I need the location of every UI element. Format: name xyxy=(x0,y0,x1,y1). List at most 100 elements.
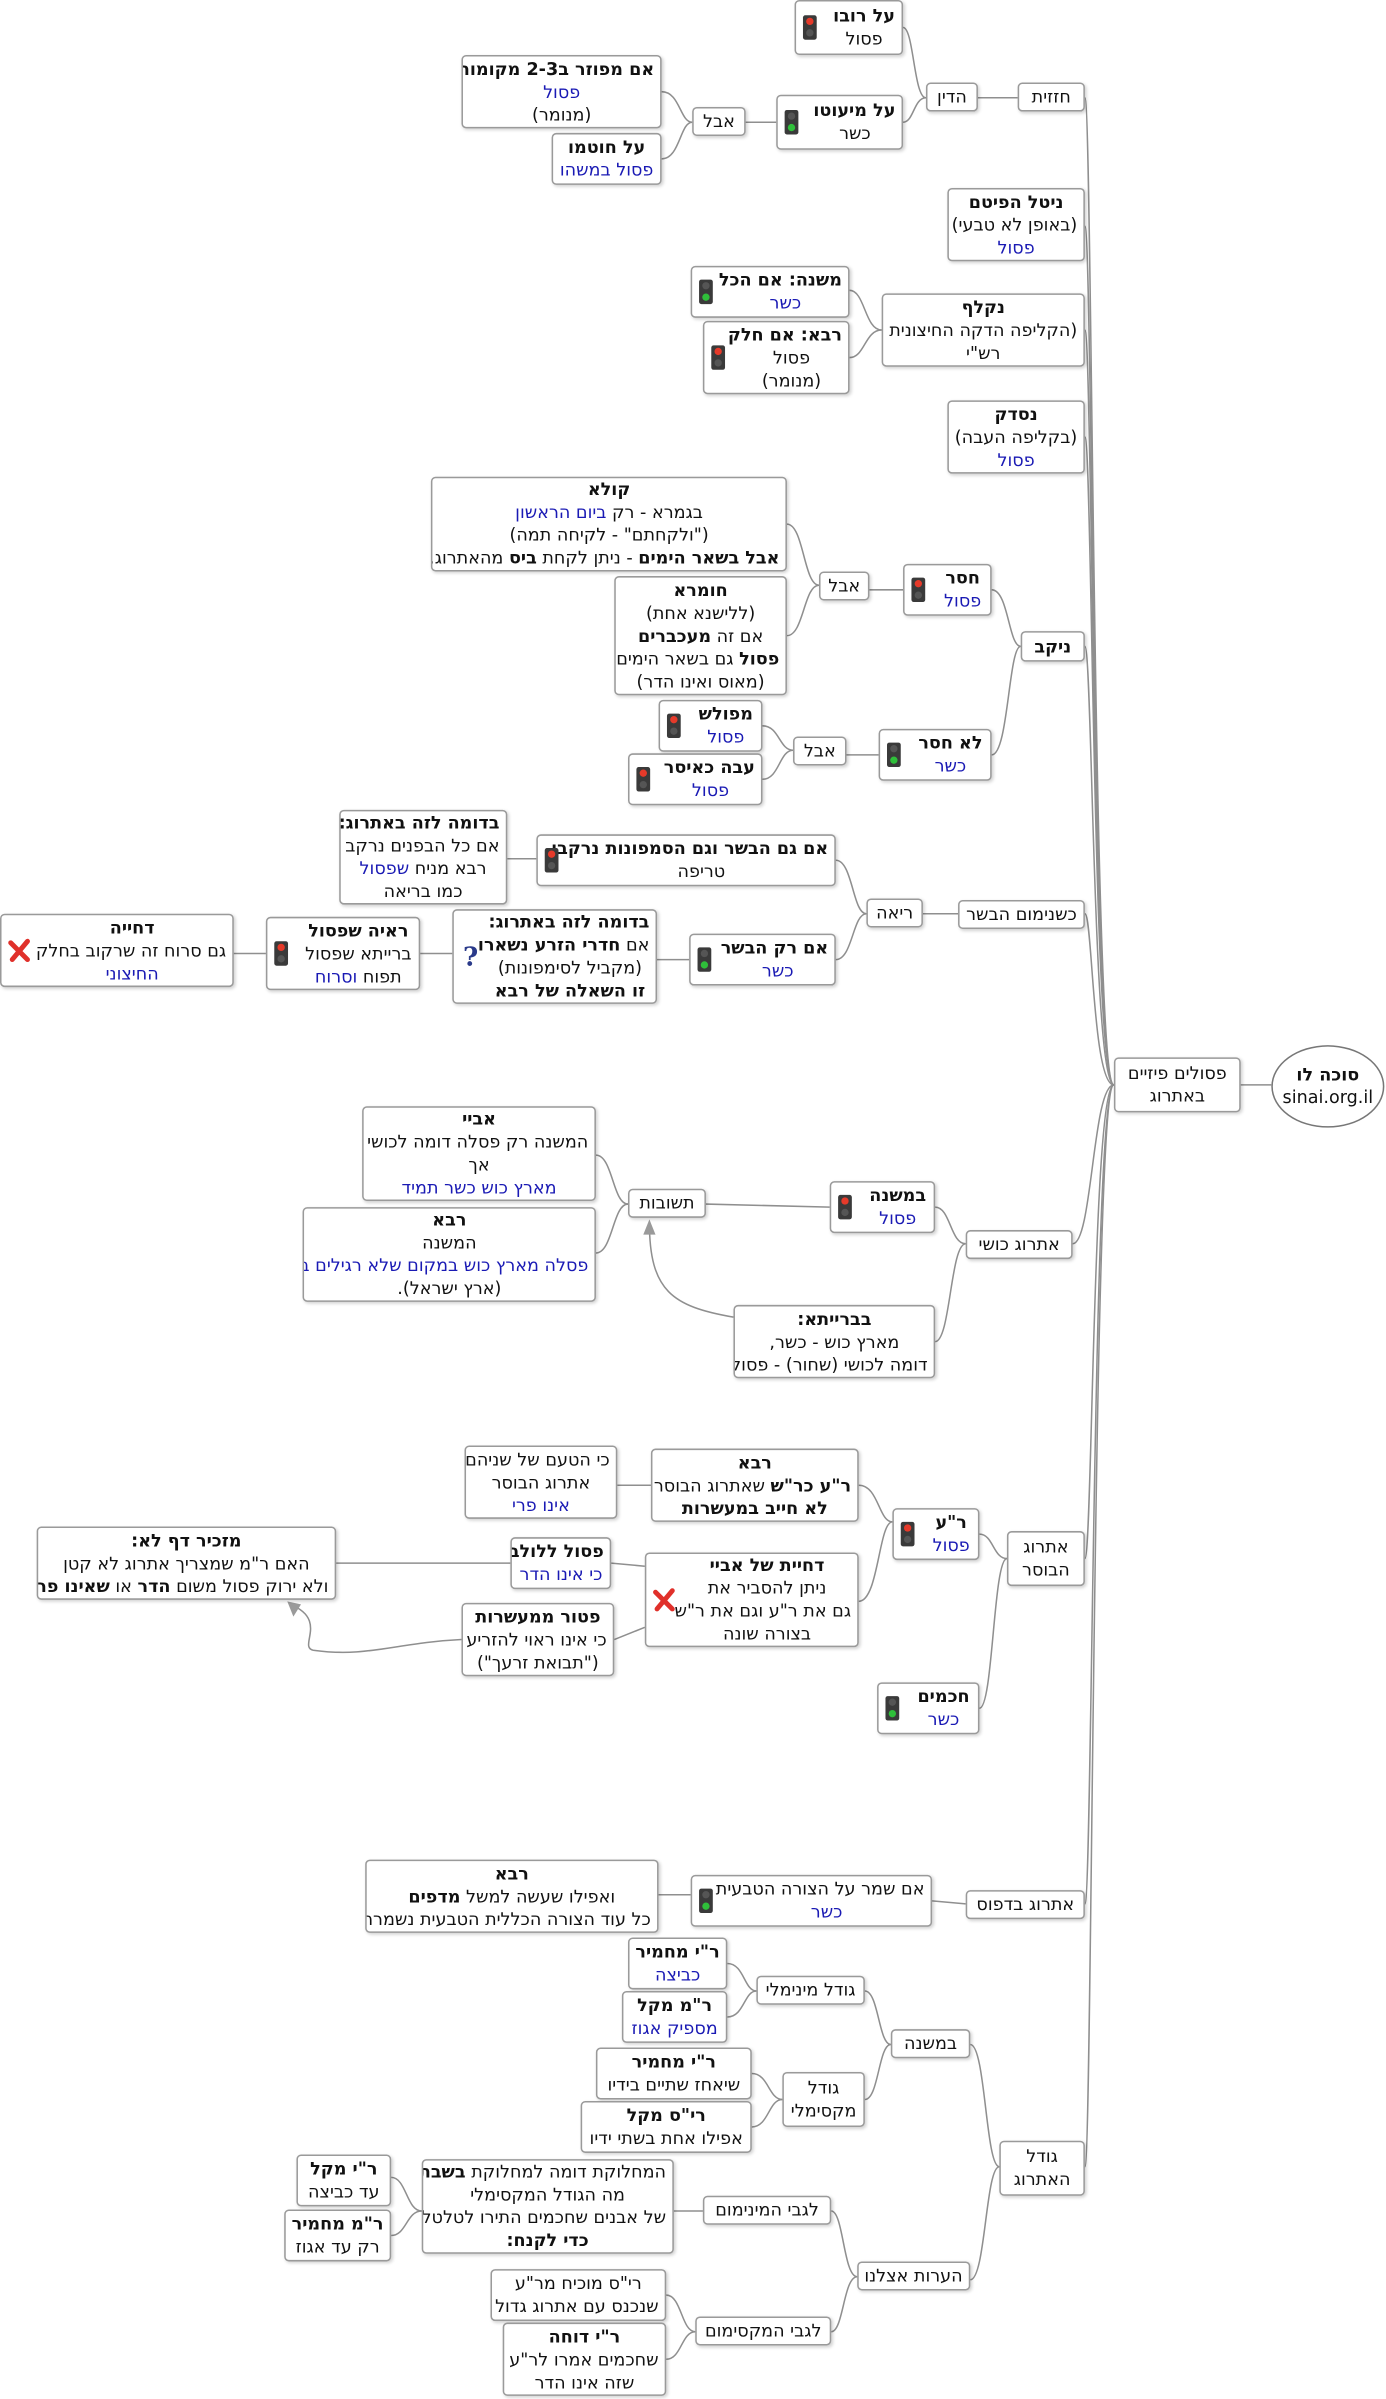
label: אם גם הבשר וגם הסמפונות נרקבו xyxy=(551,837,829,859)
node-mefulash[interactable]: מפולש פסול xyxy=(658,699,763,752)
link xyxy=(727,1990,757,2018)
label: המשנה xyxy=(422,1231,477,1253)
node-etrog-kushi[interactable]: אתרוג כושי xyxy=(965,1230,1073,1260)
node-rava-kushi[interactable]: רבא המשנה פסלה מארץ כוש במקום שלא רגילים… xyxy=(302,1207,596,1302)
node-aval[interactable]: אבל xyxy=(793,736,847,766)
node-nitel-hapitam[interactable]: ניטל הפיטם (באופן לא טבעי) פסול xyxy=(947,187,1085,262)
node-taam[interactable]: כי הטעם של שניהם אתרוג הבוסר אינו פרי xyxy=(464,1445,618,1519)
label-line: אם זה מעכברים xyxy=(622,624,779,647)
svg-text:?: ? xyxy=(463,943,478,971)
text: אם xyxy=(620,933,650,955)
node-domeh-etrog-1[interactable]: בדומה לזה באתרוג: אם כל הבפנים נרקב רבא … xyxy=(339,809,508,905)
node-physical-defects[interactable]: פסולים פיזיים באתרוג xyxy=(1113,1057,1241,1113)
node-ry-mechamir-2[interactable]: ר"י מחמיר שיאחז שתיים בידיו xyxy=(595,2047,752,2100)
node-pasul-lelulav[interactable]: פסול ללולב כי אינו הדר xyxy=(510,1537,612,1590)
node-lo-chaser[interactable]: לא חסר כשר xyxy=(878,728,992,781)
link xyxy=(1084,645,1115,1086)
link xyxy=(858,1484,893,1523)
node-rm-mechamir[interactable]: ר"מ מחמיר רק עד אגוז xyxy=(284,2209,392,2262)
node-aval[interactable]: אבל xyxy=(819,571,870,601)
node-godel-minimali[interactable]: גודל מינימלי xyxy=(756,1975,865,2005)
traffic-light-red-icon xyxy=(802,15,817,40)
label: מפולש xyxy=(698,702,753,725)
link xyxy=(666,2294,696,2333)
label: פסול במשהו xyxy=(559,158,654,181)
node-godel-haetrog[interactable]: גודל האתרוג xyxy=(999,2140,1085,2196)
node-lagabei-maksimum[interactable]: לגבי המקסימום xyxy=(695,2316,832,2346)
node-al-miuto[interactable]: על מיעוטו כשר xyxy=(776,94,904,150)
node-bamishna[interactable]: במשנה xyxy=(890,2029,971,2059)
node-dchiya-sarua[interactable]: דחייה גם סרוח זה שרקוב בחלק החיצוני xyxy=(0,913,234,988)
node-rs-mochiach[interactable]: רי"ס מוכיח מר"ע שנכנס עם אתרוג גדול xyxy=(490,2269,667,2322)
text: ביס xyxy=(508,547,537,569)
node-aval[interactable]: אבל xyxy=(692,106,746,136)
node-abaye[interactable]: אביי המשנה רק פסלה דומה לכושי אך מארץ כו… xyxy=(362,1106,596,1202)
label-line: ואפילו שעשה למשל מדפים xyxy=(373,1885,651,1908)
node-rava-chelek[interactable]: רבא: אם חלק פסול (מנומר) xyxy=(702,320,850,395)
node-ry-docheh[interactable]: ר"י דוחה שחכמים אמרו לר"ע שזה אינו הדר xyxy=(502,2322,667,2396)
label: ניטל הפיטם xyxy=(968,190,1064,212)
node-chazazit[interactable]: חזזית xyxy=(1017,82,1085,112)
node-tshuvot[interactable]: תשובות xyxy=(628,1188,706,1218)
text: אבל בשאר הימים xyxy=(638,547,780,569)
node-etrog-bedfus[interactable]: אתרוג בדפוס xyxy=(965,1890,1085,1920)
node-hearot-etzlenu[interactable]: הערות אצלנו xyxy=(857,2261,971,2291)
node-mishna-kol[interactable]: משנה: אם הכל כשר xyxy=(690,265,850,318)
label: רבא xyxy=(737,1450,772,1473)
label-line: בגמרא - רק ביום הראשון xyxy=(439,501,780,524)
node-ry-mechamir[interactable]: ר"י מחמיר כביצה xyxy=(628,1937,728,1990)
node-kula[interactable]: קולא בגמרא - רק ביום הראשון ("ולקחתם" - … xyxy=(430,476,787,572)
node-mefuzar[interactable]: אם מפוזר ב2-3 מקומות פסול (מנומר) xyxy=(461,55,662,129)
node-niklaf[interactable]: נקלף (הקליפה הדקה החיצונית רש"י xyxy=(881,293,1085,367)
node-patur-maasrot[interactable]: פטור ממעשרות כי אינו ראוי להזריע ("תבואת… xyxy=(461,1602,615,1677)
node-reia[interactable]: ריאה xyxy=(866,898,923,928)
text: מדפים xyxy=(408,1884,461,1907)
label: הדין xyxy=(937,85,967,107)
label: כמו בריאה xyxy=(383,880,463,902)
node-ava-kaisar[interactable]: עבה כאיסר פסול xyxy=(628,753,763,806)
node-nisdak[interactable]: נסדק (בקליפה העבה) פסול xyxy=(947,400,1085,474)
label: ר"י מחמיר xyxy=(631,2050,716,2072)
node-ry-mekil[interactable]: ר"י מקל עד כביצה xyxy=(296,2154,392,2207)
node-rava-bosser[interactable]: רבא ר"ע כר"ש שאתרוג הבוסר לא חייב במעשרו… xyxy=(650,1448,859,1522)
node-rak-basar[interactable]: אם רק הבשר כשר xyxy=(689,933,836,986)
label: אפילו אחת בשתי ידיו xyxy=(589,2126,743,2149)
node-hadin[interactable]: הדין xyxy=(925,82,978,112)
text: בשבת xyxy=(421,2160,466,2182)
node-mishna-kushi[interactable]: במשנה פסול xyxy=(829,1181,936,1234)
node-etrog-habosser[interactable]: אתרוג הבוסר xyxy=(1006,1531,1085,1587)
node-basar-ve-sampunot[interactable]: אם גם הבשר וגם הסמפונות נרקבו טריפה xyxy=(536,834,836,887)
label: לגבי המקסימום xyxy=(704,2319,822,2341)
node-rava-dfus[interactable]: רבא ואפילו שעשה למשל מדפים כל עוד הצורה … xyxy=(365,1859,659,1933)
node-chaser[interactable]: חסר פסול xyxy=(903,563,992,616)
node-machloket-shabbat[interactable]: המחלוקת דומה למחלוקת בשבת מה הגודל המקסי… xyxy=(421,2159,674,2254)
node-shamar-tzura[interactable]: אם שמר על הצורה הטבעית כשר xyxy=(690,1874,933,1927)
node-chumra[interactable]: חומרא (ללישנא אחת) אם זה מעכברים פסול גם… xyxy=(614,576,787,696)
node-ra[interactable]: ר"ע פסול xyxy=(892,1508,980,1561)
link xyxy=(1072,1084,1115,1245)
label: ראיה שפסול xyxy=(308,919,409,941)
node-chachamim[interactable]: חכמים כשר xyxy=(877,1682,980,1735)
node-reia-shepasul[interactable]: ראיה שפסול ברייתא שפסול תפוח וסרוח xyxy=(265,916,421,991)
node-al-rubo[interactable]: על רובו פסול xyxy=(794,0,904,56)
label: אך xyxy=(468,1153,490,1176)
node-dchiyat-abaye[interactable]: דחיית של אביי ניתן להסביר את גם את ר"ע ו… xyxy=(644,1552,859,1648)
label: מספיק אגוז xyxy=(631,2016,718,2039)
node-nikuv[interactable]: ניקב xyxy=(1020,631,1085,662)
node-braita-kushi[interactable]: בברייתא: מארץ כוש - כשר, דומה לכושי (שחו… xyxy=(733,1304,936,1379)
text: - ניתן לקחת xyxy=(536,547,639,569)
link xyxy=(835,912,867,961)
label: משנה: אם הכל xyxy=(718,268,842,291)
node-shinui-basar[interactable]: כשנימום הבשר xyxy=(958,899,1085,930)
node-domeh-etrog-2[interactable]: ? בדומה לזה באתרוג: אם חדרי הזרע נשארו (… xyxy=(452,909,658,1004)
node-mazkir-daf-la[interactable]: מזכיר דף לא: האם ר"מ שמצריך אתרוג לא קטן… xyxy=(36,1526,337,1600)
node-rs-mekil[interactable]: רי"ס מקל אפילו אחת בשתי ידיו xyxy=(580,2101,752,2153)
node-godel-maksimali[interactable]: גודל מקסימלי xyxy=(782,2071,865,2127)
root-node[interactable]: סוכה לו sinai.org.il xyxy=(1271,1045,1385,1128)
traffic-light-red-icon xyxy=(711,345,726,370)
label: אתרוג בדפוס xyxy=(976,1893,1075,1915)
node-al-chotmo[interactable]: על חוטמו פסול במשהו xyxy=(551,132,662,185)
node-rm-mekil[interactable]: ר"מ מקל מספיק אגוז xyxy=(621,1990,728,2043)
node-lagabei-minimum[interactable]: לגבי המינימום xyxy=(702,2195,832,2225)
